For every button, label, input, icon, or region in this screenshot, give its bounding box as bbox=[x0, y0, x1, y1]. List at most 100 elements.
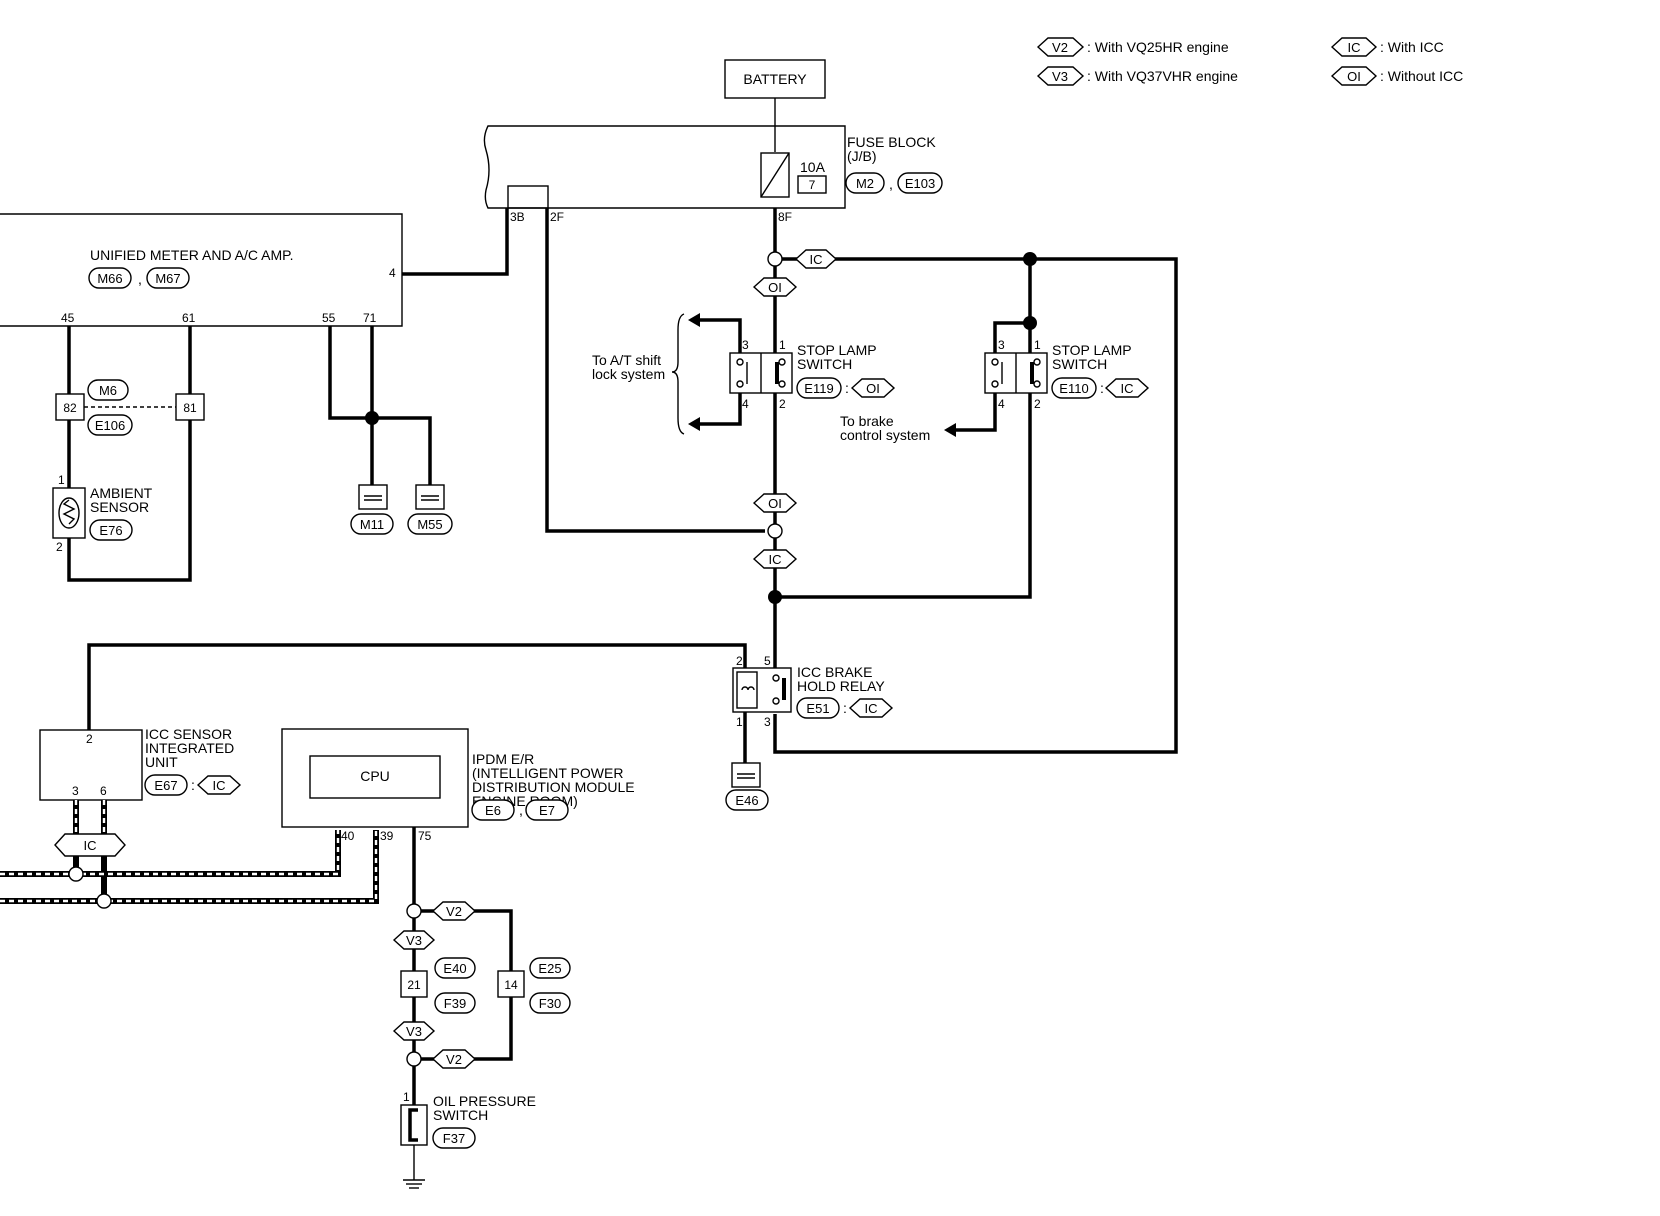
can-bus: IC bbox=[0, 800, 379, 909]
tag-v2-lower: V2 bbox=[446, 1052, 462, 1067]
at-shift-note: To A/T shift bbox=[592, 352, 661, 368]
legend-oi-text: : Without ICC bbox=[1380, 68, 1463, 84]
joint-connector-e106: E106 bbox=[95, 418, 125, 433]
slsw-oi-title: STOP LAMP bbox=[797, 342, 877, 358]
slsw-oi-pin-3: 3 bbox=[742, 338, 749, 352]
meter-grounds: M11 M55 bbox=[328, 326, 453, 535]
legend: V2 : With VQ25HR engine V3 : With VQ37VH… bbox=[1036, 37, 1463, 86]
slsw-ic-pin-2: 2 bbox=[1034, 397, 1041, 411]
fuse-block: 10A 7 FUSE BLOCK (J/B) M2 , E103 3B 2F 8… bbox=[483, 125, 943, 224]
icc-sensor-pin-3: 3 bbox=[72, 784, 79, 798]
ground-m11: M11 bbox=[360, 517, 384, 532]
joint-pin-81: 81 bbox=[183, 401, 197, 415]
stop-lamp-switch-ic: 3 1 4 2 STOP LAMP SWITCH E110 : IC bbox=[984, 338, 1150, 411]
icc-sensor-pin-6: 6 bbox=[100, 784, 107, 798]
ipdm-er: CPU 40 39 75 IPDM E/R (INTELLIGENT POWER… bbox=[281, 728, 635, 843]
harness-conn-e40: E40 bbox=[443, 961, 466, 976]
icc-sensor-title-3: UNIT bbox=[145, 754, 178, 770]
meter-pin-55: 55 bbox=[322, 311, 336, 325]
slsw-oi-tag: OI bbox=[866, 381, 880, 396]
fuse-pin-2f: 2F bbox=[550, 210, 564, 224]
svg-text::: : bbox=[191, 777, 195, 793]
icc-sensor-title-2: INTEGRATED bbox=[145, 740, 234, 756]
svg-text::: : bbox=[1100, 380, 1104, 396]
wire-meter-4-to-fuse-3b bbox=[402, 208, 509, 276]
tag-ic-feed: IC bbox=[810, 252, 823, 267]
ipdm-pin-40: 40 bbox=[341, 829, 355, 843]
icc-sensor-unit: 2 3 6 ICC SENSOR INTEGRATED UNIT E67 : I… bbox=[39, 726, 242, 801]
joint-pin-82: 82 bbox=[63, 401, 77, 415]
icc-sensor-tag: IC bbox=[213, 778, 226, 793]
meter-pin-61: 61 bbox=[182, 311, 196, 325]
harness-conn-f30: F30 bbox=[539, 996, 561, 1011]
meter-pin-4: 4 bbox=[389, 266, 396, 280]
ambient-sensor-title-2: SENSOR bbox=[90, 499, 149, 515]
battery: BATTERY bbox=[724, 59, 826, 99]
oil-switch-title: OIL PRESSURE bbox=[433, 1093, 536, 1109]
relay-title-2: HOLD RELAY bbox=[797, 678, 885, 694]
tag-oi-lower: OI bbox=[768, 496, 782, 511]
legend-v3: V3 : With VQ37VHR engine bbox=[1036, 66, 1238, 86]
relay-connector: E51 bbox=[806, 701, 829, 716]
ipdm-connector-e7: E7 bbox=[539, 803, 555, 818]
ambient-sensor-connector: E76 bbox=[99, 523, 122, 538]
relay-pin-2: 2 bbox=[736, 654, 743, 668]
icc-brake-hold-relay: 2 5 1 3 ICC BRAKE HOLD RELAY E51 : IC E4… bbox=[87, 643, 894, 811]
at-shift-lock: To A/T shift lock system bbox=[592, 313, 742, 435]
slsw-ic-pin-1: 1 bbox=[1034, 338, 1041, 352]
svg-text:,: , bbox=[138, 271, 142, 287]
slsw-ic-title: STOP LAMP bbox=[1052, 342, 1132, 358]
slsw-oi-title-2: SWITCH bbox=[797, 356, 852, 372]
icc-sensor-pin-2: 2 bbox=[86, 732, 93, 746]
slsw-ic-connector: E110 bbox=[1059, 381, 1088, 396]
legend-v3-text: : With VQ37VHR engine bbox=[1087, 68, 1238, 84]
fuse-rating: 10A bbox=[800, 159, 826, 175]
ipdm-pin-75: 75 bbox=[418, 829, 432, 843]
relay-tag: IC bbox=[865, 701, 878, 716]
harness-pin-21: 21 bbox=[407, 978, 421, 992]
icc-sensor-connector: E67 bbox=[154, 778, 177, 793]
ipdm-connector-e6: E6 bbox=[485, 803, 501, 818]
icc-sensor-title: ICC SENSOR bbox=[145, 726, 232, 742]
meter-amp-connector-m67: M67 bbox=[155, 271, 180, 286]
legend-v3-code: V3 bbox=[1052, 69, 1068, 84]
ground-m55: M55 bbox=[417, 517, 442, 532]
ipdm-title-3: DISTRIBUTION MODULE bbox=[472, 779, 635, 795]
fuse-pin-8f: 8F bbox=[778, 210, 792, 224]
harness-conn-f39: F39 bbox=[444, 996, 466, 1011]
relay-pin-1: 1 bbox=[736, 715, 743, 729]
meter-pin-71: 71 bbox=[363, 311, 377, 325]
fuse-block-subtitle: (J/B) bbox=[847, 148, 877, 164]
relay-pin-3: 3 bbox=[764, 715, 771, 729]
svg-text::: : bbox=[843, 700, 847, 716]
oil-pressure-switch: 1 OIL PRESSURE SWITCH F37 bbox=[400, 1090, 536, 1189]
ground-e46: E46 bbox=[735, 793, 758, 808]
svg-text:,: , bbox=[519, 802, 523, 818]
slsw-ic-pin-3: 3 bbox=[998, 338, 1005, 352]
fuse-block-title: FUSE BLOCK bbox=[847, 134, 936, 150]
relay-pin-5: 5 bbox=[764, 654, 771, 668]
slsw-oi-connector: E119 bbox=[804, 381, 833, 396]
wire-ic-feed bbox=[773, 257, 1178, 754]
legend-v2: V2 : With VQ25HR engine bbox=[1036, 37, 1229, 57]
battery-label: BATTERY bbox=[743, 71, 807, 87]
oil-pressure-harness: V2 V3 21 E40 F39 14 E25 F30 V3 V2 bbox=[392, 827, 571, 1105]
fuse-block-connector-m2: M2 bbox=[856, 176, 874, 191]
legend-oi: OI : Without ICC bbox=[1330, 66, 1463, 86]
brake-note-2: control system bbox=[840, 427, 930, 443]
slsw-ic-title-2: SWITCH bbox=[1052, 356, 1107, 372]
ipdm-title: IPDM E/R bbox=[472, 751, 534, 767]
slsw-oi-pin-4: 4 bbox=[742, 397, 749, 411]
slsw-ic-tag: IC bbox=[1121, 381, 1134, 396]
wire-fuse-2f-to-junction bbox=[545, 208, 765, 533]
legend-v2-code: V2 bbox=[1052, 40, 1068, 55]
at-shift-note-2: lock system bbox=[592, 366, 665, 382]
ambient-sensor-title: AMBIENT bbox=[90, 485, 153, 501]
slsw-oi-pin-2: 2 bbox=[779, 397, 786, 411]
legend-ic: IC : With ICC bbox=[1330, 37, 1444, 57]
legend-ic-text: : With ICC bbox=[1380, 39, 1444, 55]
tag-oi-feed: OI bbox=[768, 280, 782, 295]
oil-switch-pin-1: 1 bbox=[403, 1090, 410, 1104]
fuse-pin-3b: 3B bbox=[510, 210, 525, 224]
oil-switch-connector: F37 bbox=[443, 1131, 465, 1146]
